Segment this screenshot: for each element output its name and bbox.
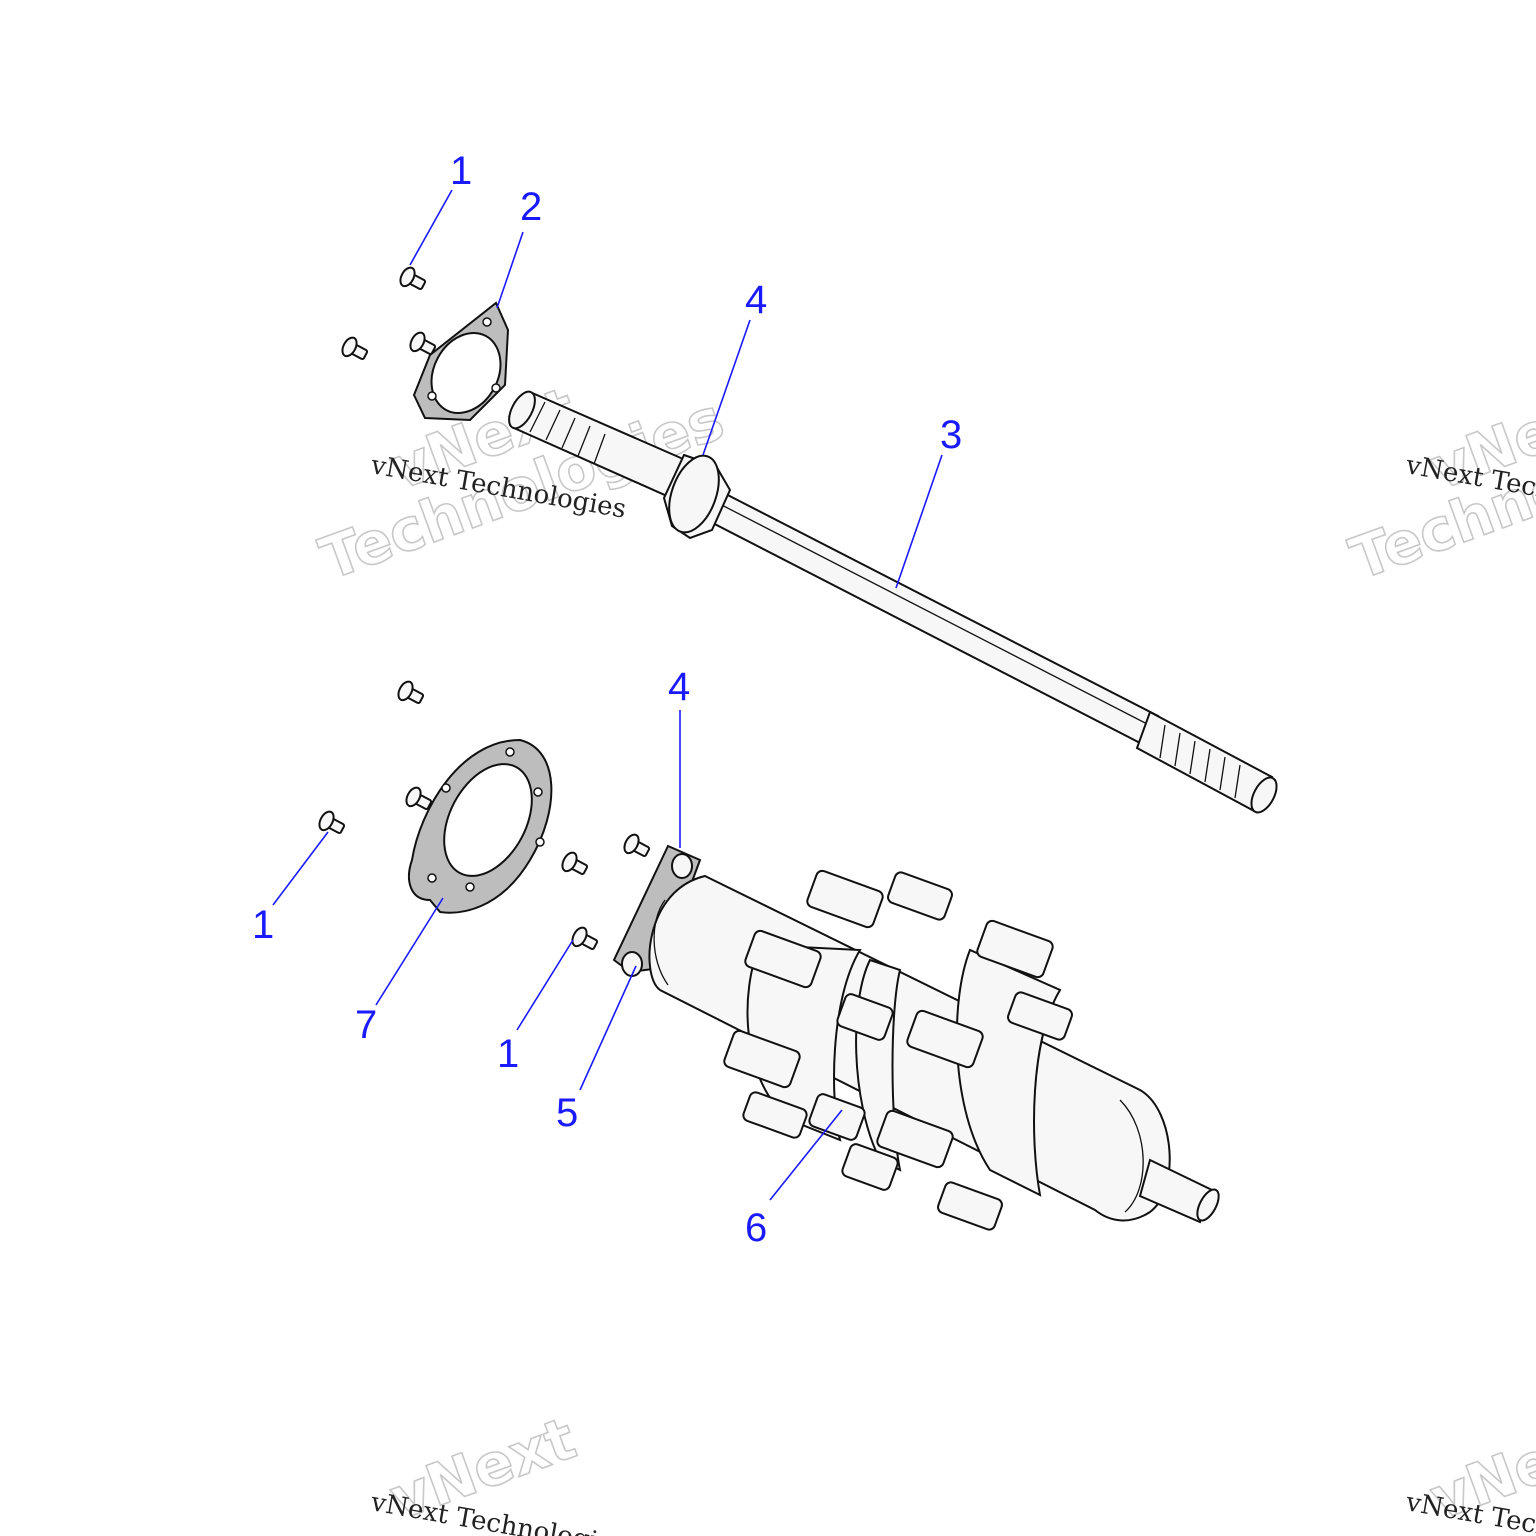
leader-6 bbox=[769, 1109, 843, 1201]
callout-1a: 1 bbox=[450, 149, 472, 193]
leader-7 bbox=[375, 897, 444, 1006]
track-drive-assembly bbox=[612, 844, 1220, 1231]
callout-7: 7 bbox=[355, 1003, 377, 1047]
watermark-bottom-left: vNext vNext Technologies bbox=[368, 1403, 629, 1536]
bolt bbox=[405, 786, 433, 811]
callout-5: 5 bbox=[556, 1091, 578, 1135]
watermark-bottom-right: vNext vNext Technologies bbox=[1403, 1403, 1536, 1536]
callout-3: 3 bbox=[940, 413, 962, 457]
bolt bbox=[623, 833, 651, 858]
bolt bbox=[399, 266, 427, 291]
bolt bbox=[409, 331, 437, 356]
drive-shaft bbox=[508, 390, 1278, 814]
leader-1c bbox=[516, 939, 574, 1031]
callout-4b: 4 bbox=[668, 665, 690, 709]
callout-2: 2 bbox=[520, 185, 542, 229]
bolt bbox=[341, 336, 369, 361]
callout-1c: 1 bbox=[497, 1032, 519, 1076]
leader-1a bbox=[409, 189, 453, 266]
bolt bbox=[318, 810, 346, 835]
gasket-large bbox=[408, 738, 553, 914]
leader-5 bbox=[579, 965, 637, 1091]
leader-1b bbox=[272, 831, 329, 906]
leader-3 bbox=[895, 454, 943, 589]
leader-4a bbox=[702, 319, 751, 456]
leader-2 bbox=[496, 231, 524, 309]
bolt bbox=[561, 851, 589, 876]
bolt bbox=[571, 926, 599, 951]
callout-4a: 4 bbox=[745, 278, 767, 322]
callout-6: 6 bbox=[745, 1206, 767, 1250]
bolt bbox=[397, 680, 425, 705]
gasket-small bbox=[412, 301, 510, 422]
watermark-top-right: Technologies vNext vNext Technologies bbox=[1341, 373, 1536, 594]
callout-1b: 1 bbox=[252, 903, 274, 947]
